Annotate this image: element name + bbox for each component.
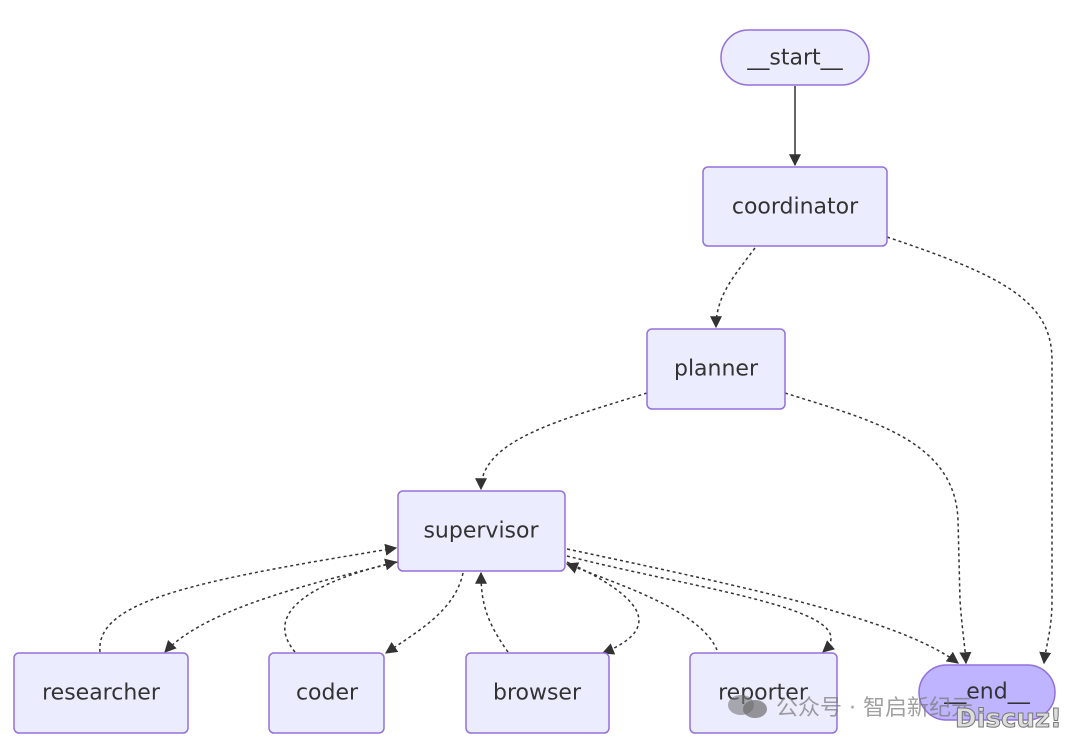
node-start[interactable]: __start__ bbox=[720, 29, 870, 86]
node-end[interactable]: __end__ bbox=[918, 664, 1056, 721]
node-label: __end__ bbox=[943, 680, 1030, 705]
wechat-icon bbox=[728, 695, 767, 718]
node-label: supervisor bbox=[423, 519, 539, 544]
node-label: coordinator bbox=[732, 195, 859, 220]
node-planner[interactable]: planner bbox=[646, 328, 786, 410]
edge-reporter-supervisor bbox=[565, 562, 718, 651]
node-coder[interactable]: coder bbox=[268, 652, 385, 734]
node-browser[interactable]: browser bbox=[465, 652, 610, 734]
edge-researcher-supervisor bbox=[99, 543, 398, 653]
edge-supervisor-researcher bbox=[164, 561, 399, 653]
edge-browser-supervisor bbox=[475, 571, 509, 653]
edge-supervisor-end bbox=[566, 548, 959, 664]
edge-coder-supervisor bbox=[284, 558, 398, 653]
node-label: __start__ bbox=[746, 46, 843, 71]
edge-coordinator-end bbox=[886, 236, 1053, 665]
node-label: browser bbox=[493, 681, 582, 706]
node-label: researcher bbox=[42, 681, 161, 706]
edge-supervisor-coder bbox=[385, 572, 464, 654]
node-coordinator[interactable]: coordinator bbox=[702, 166, 888, 247]
node-label: planner bbox=[674, 357, 759, 382]
edge-planner-supervisor bbox=[475, 392, 648, 491]
edge-coordinator-planner bbox=[710, 247, 756, 329]
node-label: coder bbox=[296, 681, 359, 706]
edge-supervisor-browser bbox=[566, 561, 640, 655]
watermark-text: 公众号 · 智启新纪元 bbox=[776, 696, 973, 721]
edge-supervisor-reporter bbox=[566, 555, 836, 653]
node-supervisor[interactable]: supervisor bbox=[397, 490, 566, 572]
watermark-brand: Discuz! bbox=[955, 704, 1063, 735]
node-researcher[interactable]: researcher bbox=[13, 652, 189, 734]
edge-planner-end bbox=[784, 392, 972, 665]
node-reporter[interactable]: reporter bbox=[689, 652, 838, 734]
